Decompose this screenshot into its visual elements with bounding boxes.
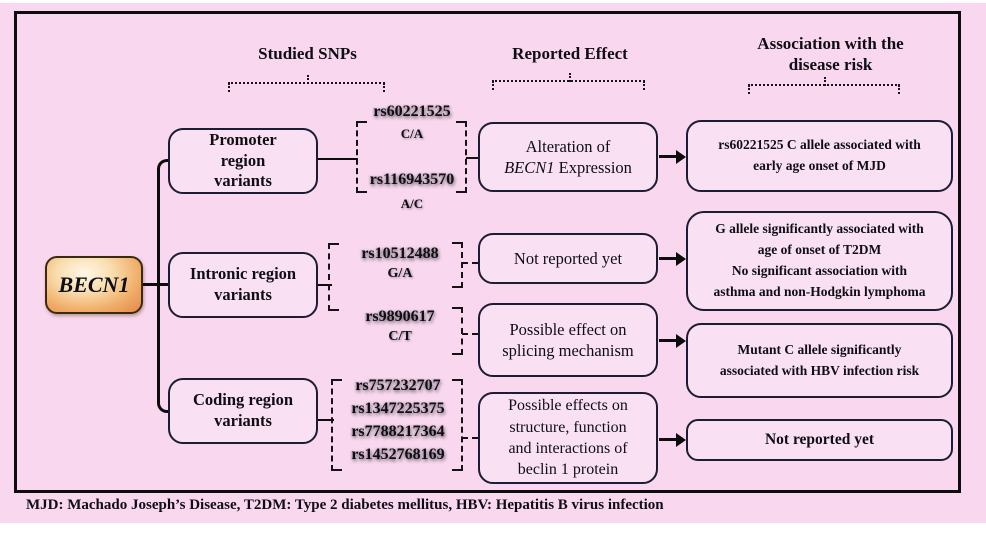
effect-box-coding: Possible effects on structure, function … (478, 392, 658, 484)
dashed-connector-rs10512488-effect (462, 262, 478, 264)
effect-box-rs10512488: Not reported yet (478, 233, 658, 284)
arrow-promoter-association (659, 149, 686, 164)
dashed-bracket-right-rs9890617 (452, 307, 463, 355)
dotted-brace-reported-effect (492, 73, 645, 90)
figure-legend: MJD: Machado Joseph’s Disease, T2DM: Typ… (26, 497, 664, 513)
header-association: Association with the disease risk (757, 34, 904, 75)
snp-rs1452768169: rs1452768169 (351, 446, 445, 463)
dashed-connector-promoter-effect (466, 157, 478, 159)
gene-label: BECN1 (58, 272, 130, 297)
effect-promoter-suffix: Expression (558, 158, 632, 177)
snp-rs116943570: rs116943570 (369, 171, 455, 188)
connector-trunk-to-promoter (157, 159, 170, 285)
connector-trunk-to-coding (157, 285, 170, 413)
snp-rs1347225375: rs1347225375 (351, 400, 445, 417)
connector-coding-to-snps (318, 419, 334, 421)
connector-intronic-to-snps (318, 284, 332, 286)
snp-rs116943570-alleles: A/C (400, 196, 424, 211)
dashed-bracket-right-rs10512488 (452, 242, 463, 288)
dotted-brace-association (748, 77, 900, 94)
snp-rs60221525: rs60221525 (373, 103, 451, 120)
effect-box-promoter: Alteration of BECN1 Expression (478, 122, 658, 192)
association-box-coding: Not reported yet (686, 419, 953, 461)
category-box-promoter: Promoter region variants (168, 128, 318, 194)
dashed-bracket-left-coding-snps (331, 379, 342, 471)
snp-rs9890617: rs9890617 (365, 308, 435, 325)
dashed-connector-rs9890617-effect (462, 333, 478, 335)
header-studied-snps: Studied SNPs (258, 44, 357, 63)
connector-promoter-to-snps (318, 158, 358, 160)
snp-rs10512488-alleles: G/A (387, 266, 413, 281)
diagram-frame (14, 11, 961, 493)
association-box-rs9890617: Mutant C allele significantly associated… (686, 323, 953, 398)
arrow-rs10512488-association (659, 251, 686, 266)
header-reported-effect: Reported Effect (512, 44, 628, 63)
dashed-bracket-left-intronic-snps (328, 243, 339, 311)
association-box-promoter: rs60221525 C allele associated with earl… (686, 120, 953, 192)
brace-center-tick (568, 73, 571, 82)
connector-gene-trunk (143, 283, 170, 286)
dashed-connector-coding-effect (462, 437, 478, 439)
snp-rs757232707: rs757232707 (355, 377, 441, 394)
dashed-bracket-right-coding-snps (452, 379, 463, 471)
effect-promoter-prefix: Alteration of (525, 136, 611, 156)
snp-rs7788217364: rs7788217364 (351, 423, 445, 440)
effect-promoter-text: Alteration of BECN1 Expression (504, 136, 632, 179)
snp-rs10512488: rs10512488 (361, 245, 439, 262)
arrow-rs9890617-association (659, 333, 686, 348)
category-box-intronic: Intronic region variants (168, 252, 318, 318)
brace-center-tick (306, 75, 309, 84)
snp-rs9890617-alleles: C/T (388, 329, 412, 344)
brace-center-tick (824, 77, 826, 86)
association-box-rs10512488: G allele significantly associated with a… (686, 211, 953, 311)
arrow-coding-association (659, 432, 686, 447)
dashed-bracket-left-promoter-snps (356, 121, 367, 193)
gene-node-becn1: BECN1 (45, 256, 143, 314)
category-box-coding: Coding region variants (168, 378, 318, 444)
effect-promoter-gene: BECN1 (504, 158, 555, 177)
dotted-brace-studied-snps (228, 75, 385, 92)
effect-box-rs9890617: Possible effect on splicing mechanism (478, 303, 658, 377)
snp-rs60221525-alleles: C/A (400, 126, 424, 141)
